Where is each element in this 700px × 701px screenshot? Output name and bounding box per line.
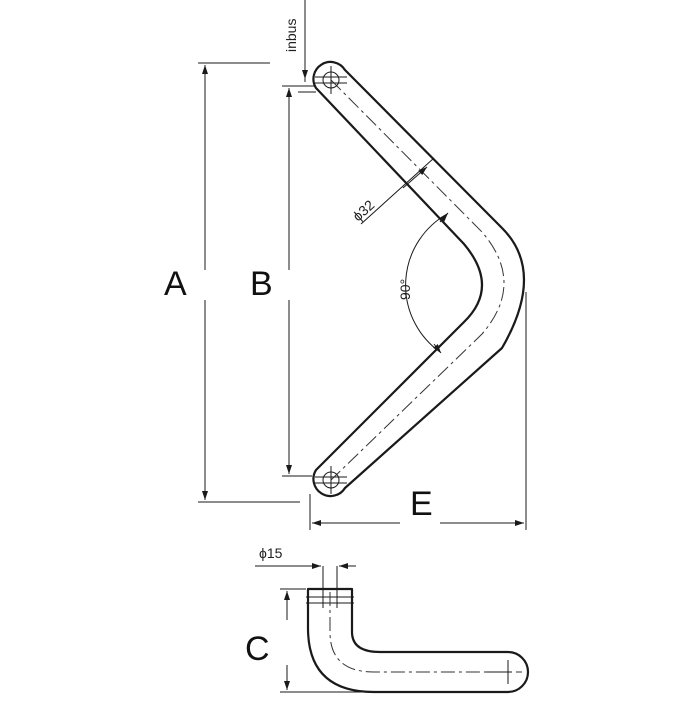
diameter-15-label: ϕ15 — [259, 545, 283, 561]
diameter-arrow — [402, 166, 428, 189]
angle-arc — [405, 213, 448, 353]
angle-label: 90° — [397, 279, 413, 300]
angle-arrow-top — [439, 212, 449, 223]
dimension-b-label: B — [250, 265, 273, 303]
handle-outline — [312, 60, 526, 498]
dimension-a — [198, 62, 300, 503]
dimension-e — [309, 292, 527, 530]
dimension-c — [280, 588, 372, 693]
inbus-label: inbus — [283, 19, 299, 52]
top-mounting-hole — [315, 66, 347, 94]
diameter-section-line — [360, 157, 435, 225]
dimension-b — [282, 85, 312, 477]
dimension-e-label: E — [410, 485, 433, 523]
dimension-a-label: A — [164, 265, 187, 303]
tube-diameter-label: ϕ32 — [349, 197, 377, 225]
handle-side-view — [306, 566, 530, 694]
dimension-c-label: C — [245, 630, 270, 668]
handle-top-view — [298, 0, 526, 498]
bottom-mounting-hole — [315, 466, 347, 494]
side-centerline — [329, 592, 522, 673]
angle-arrow-bottom — [433, 343, 442, 354]
handle-centerline — [330, 79, 505, 481]
side-outline — [306, 587, 530, 694]
